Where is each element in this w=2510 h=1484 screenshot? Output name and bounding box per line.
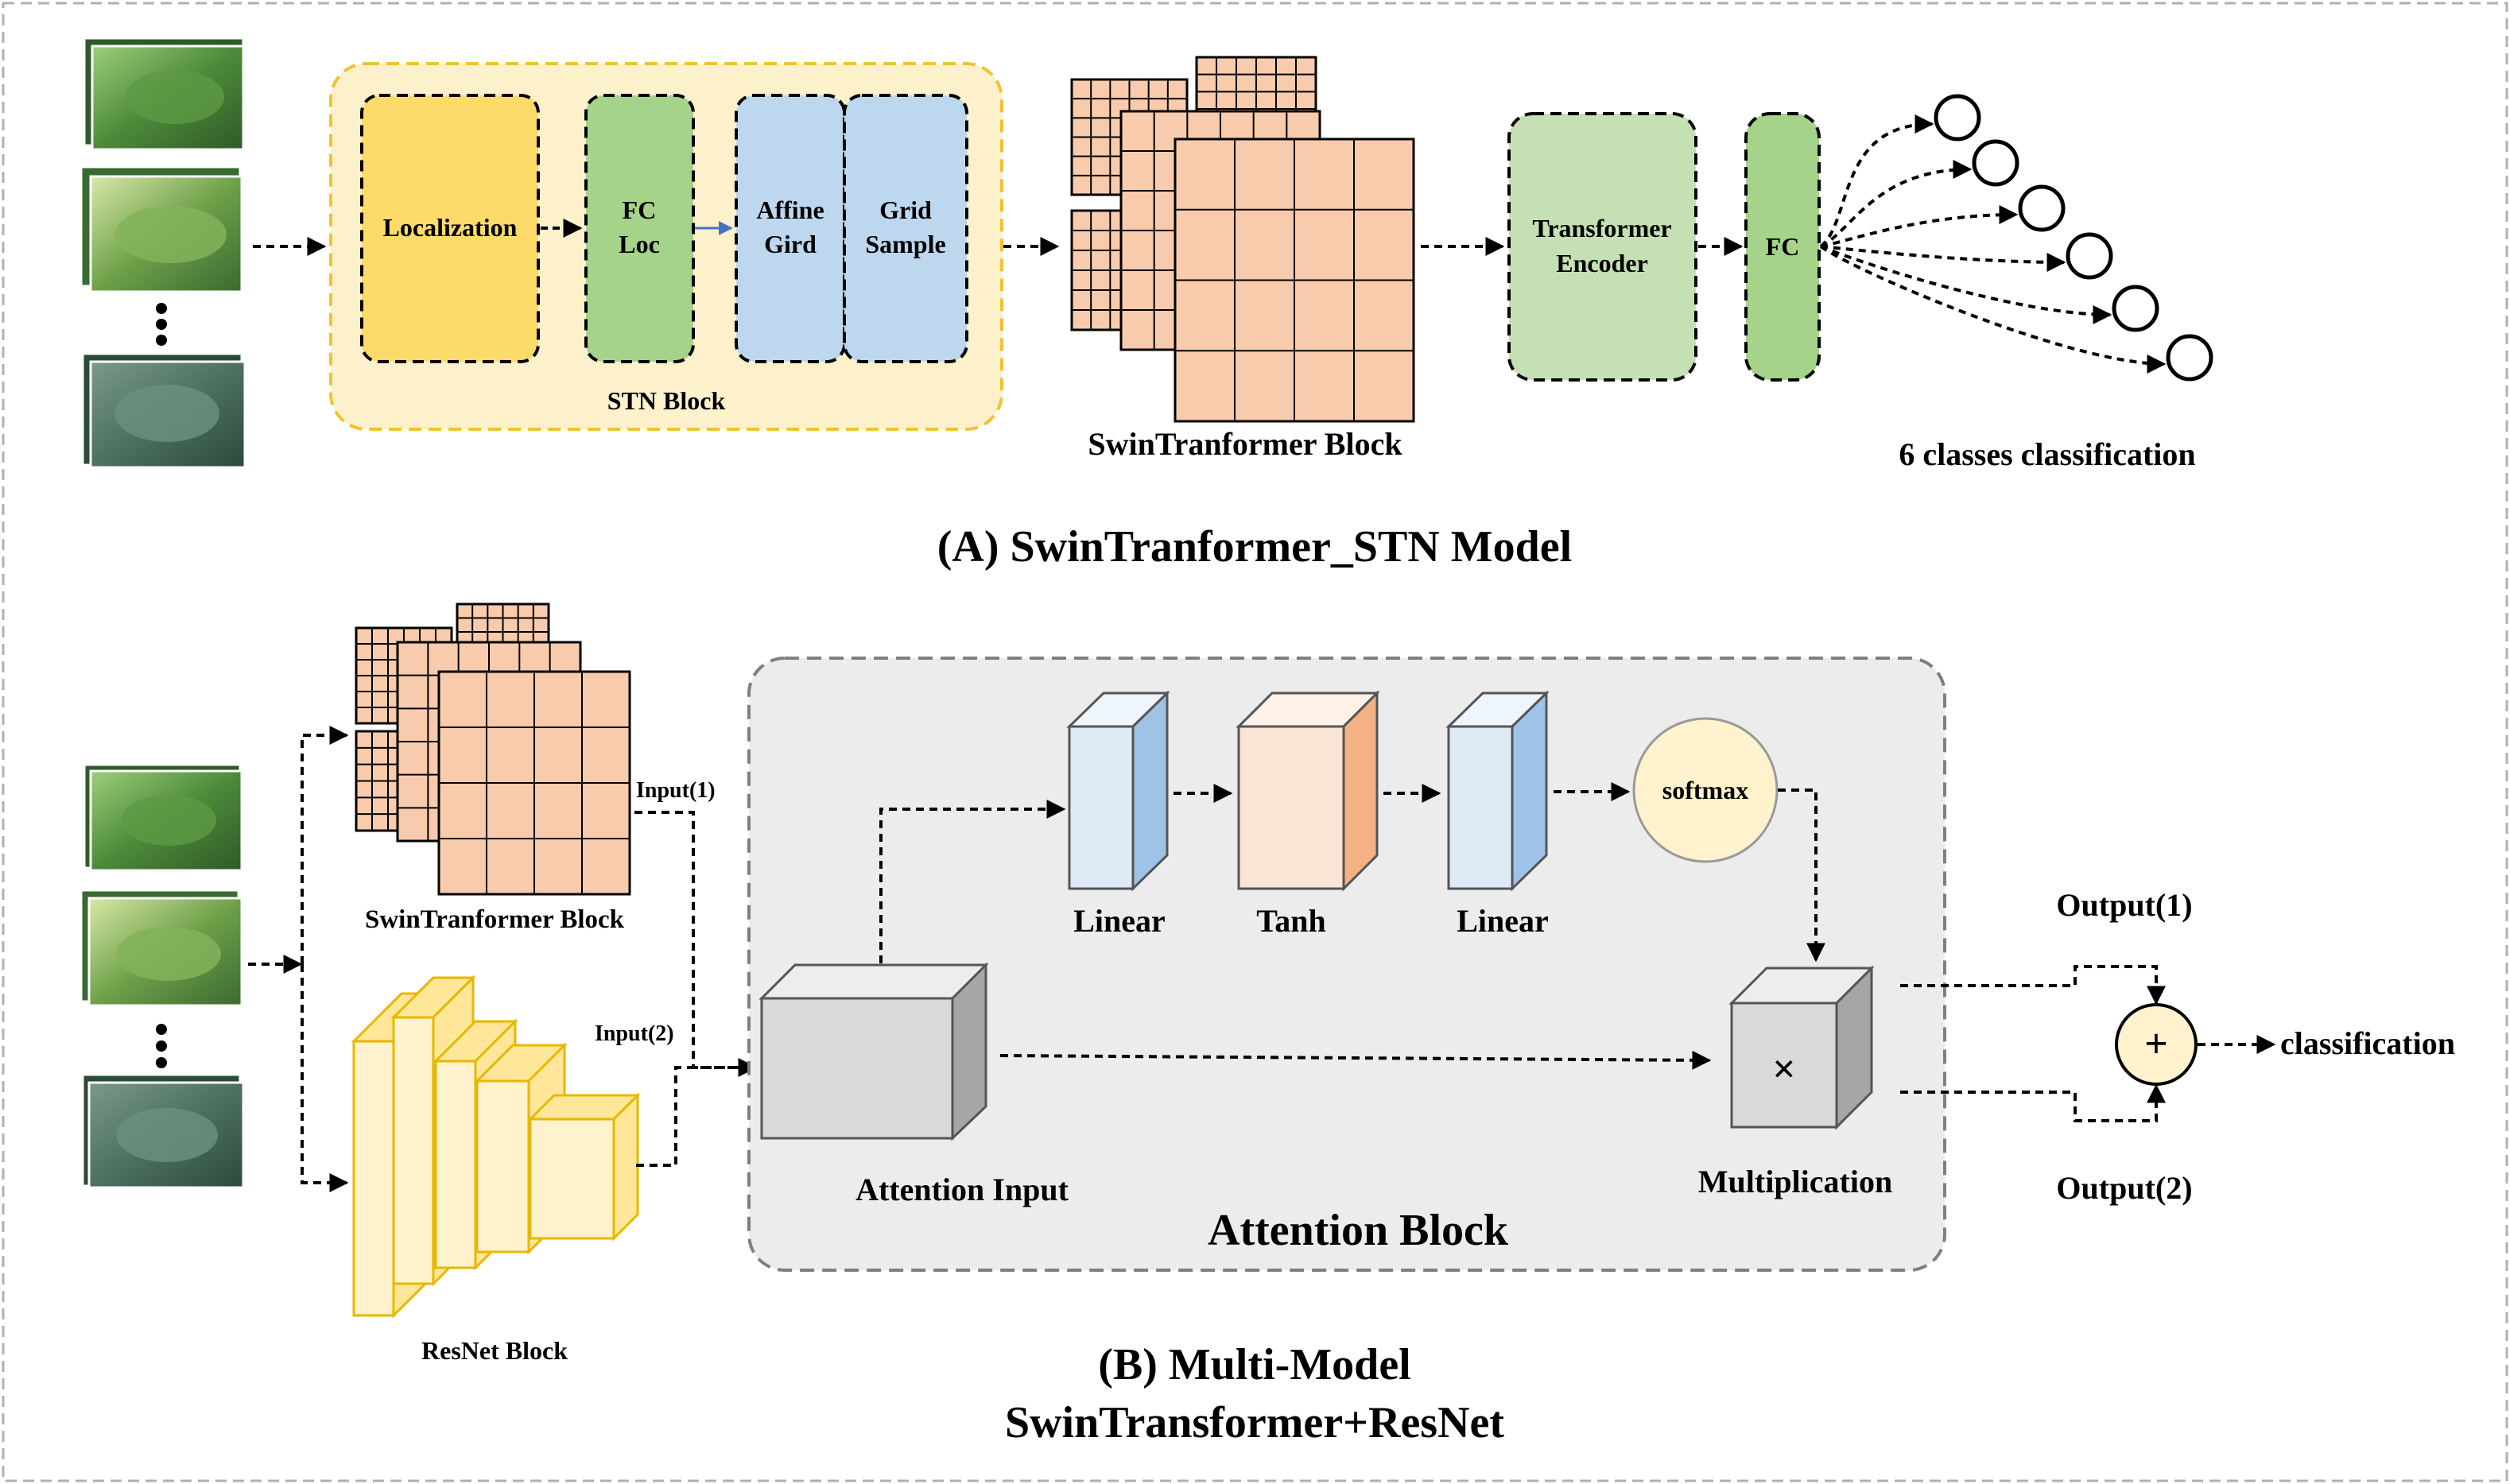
leaf-image-stack-4 [83,763,243,872]
class-output-5 [1820,245,2159,332]
fc-loc-box [584,94,695,363]
attention-input-label: Attention Input [855,1172,1069,1207]
panel-a-caption: (A) SwinTranformer_STN Model [937,522,1572,572]
stn-block: Localization FC Loc Affine Gird Grid Sam… [329,62,1003,431]
arrow-input-to-multiplication [999,1050,1712,1070]
resnet-block-label: ResNet Block [421,1336,568,1365]
transformer-encoder-box [1507,112,1697,382]
linear-2-label: Linear [1457,903,1549,939]
fc-box [1744,112,1821,382]
classification-label: classification [2280,1025,2455,1061]
swin-transformer-block-b [355,603,631,896]
leaf-image-stack-1 [83,37,245,151]
swin-block-b-label: SwinTranformer Block [365,905,625,934]
arrow-input-1 [634,811,758,1077]
panel-a: Localization FC Loc Affine Gird Grid Sam… [80,37,2213,572]
multiply-symbol: × [1772,1047,1796,1092]
output-1-label: Output(1) [2056,887,2192,923]
panel-b-caption-2: SwinTransformer+ResNet [1005,1398,1504,1447]
multiplication-cube [1728,965,1875,1130]
class-output-2 [1820,139,2019,248]
localization-label: Localization [383,213,518,242]
swin-transformer-block-a [1070,56,1415,423]
class-output-1 [1819,94,1981,248]
arrow-input-2 [636,1066,755,1167]
affine-grid-box [735,94,846,363]
class-output-6 [1819,245,2213,382]
classes-label: 6 classes classification [1899,436,2195,472]
arrow-output-1 [1900,965,2166,1005]
plus-symbol: + [2144,1021,2168,1067]
encoder-label-1: Transformer [1532,214,1671,242]
tanh-label: Tanh [1256,903,1326,939]
input-2-label: Input(2) [595,1021,674,1046]
class-output-4 [1820,232,2113,280]
fc-loc-label-2: Loc [619,230,660,258]
panel-b-caption-1: (B) Multi-Model [1098,1340,1410,1389]
attention-block-label: Attention Block [1208,1206,1509,1255]
linear-1-label: Linear [1073,903,1166,939]
input-1-label: Input(1) [636,778,716,803]
multiplication-label: Multiplication [1698,1164,1892,1199]
ellipsis-dots-a [156,303,167,346]
swin-block-a-label: SwinTranformer Block [1088,426,1402,462]
leaf-image-stack-6 [81,1073,245,1189]
arrow-input-to-linear-1 [879,800,1066,963]
grid-sample-label-2: Sample [865,230,945,258]
localization-box [360,94,540,363]
softmax-node [1632,717,1779,863]
swin-b-grid-large [437,670,631,896]
input-split-arrows [248,726,349,1192]
leaf-image-stack-2 [80,165,243,293]
arrow-output-2 [1900,1083,2166,1122]
panel-b: SwinTranformer Block ResNet Block Input(… [80,603,2455,1447]
swin-a-grid-large [1174,138,1415,423]
tanh-cube [1236,690,1380,892]
stn-block-label: STN Block [607,386,726,415]
encoder-label-2: Encoder [1556,249,1648,277]
grid-sample-label-1: Grid [879,196,932,224]
affine-label-2: Gird [764,230,817,258]
class-outputs [1819,94,2213,382]
leaf-image-stack-3 [81,352,246,469]
affine-label-1: Affine [756,196,824,224]
linear-2-cube [1445,690,1550,892]
attention-input-cube [758,962,989,1141]
class-output-3 [1820,184,2066,248]
arrow-softmax-to-multiply [1778,788,1825,963]
resnet-layer-5 [527,1092,641,1242]
fc-label: FC [1766,232,1800,261]
grid-sample-box [843,94,968,363]
softmax-label: softmax [1662,776,1748,804]
sum-node [2115,1003,2198,1086]
output-2-label: Output(2) [2056,1170,2192,1206]
resnet-block [351,974,641,1319]
ellipsis-dots-b [156,1024,167,1068]
leaf-image-stack-5 [80,889,243,1007]
linear-1-cube [1066,690,1170,892]
fc-loc-label-1: FC [623,196,657,224]
